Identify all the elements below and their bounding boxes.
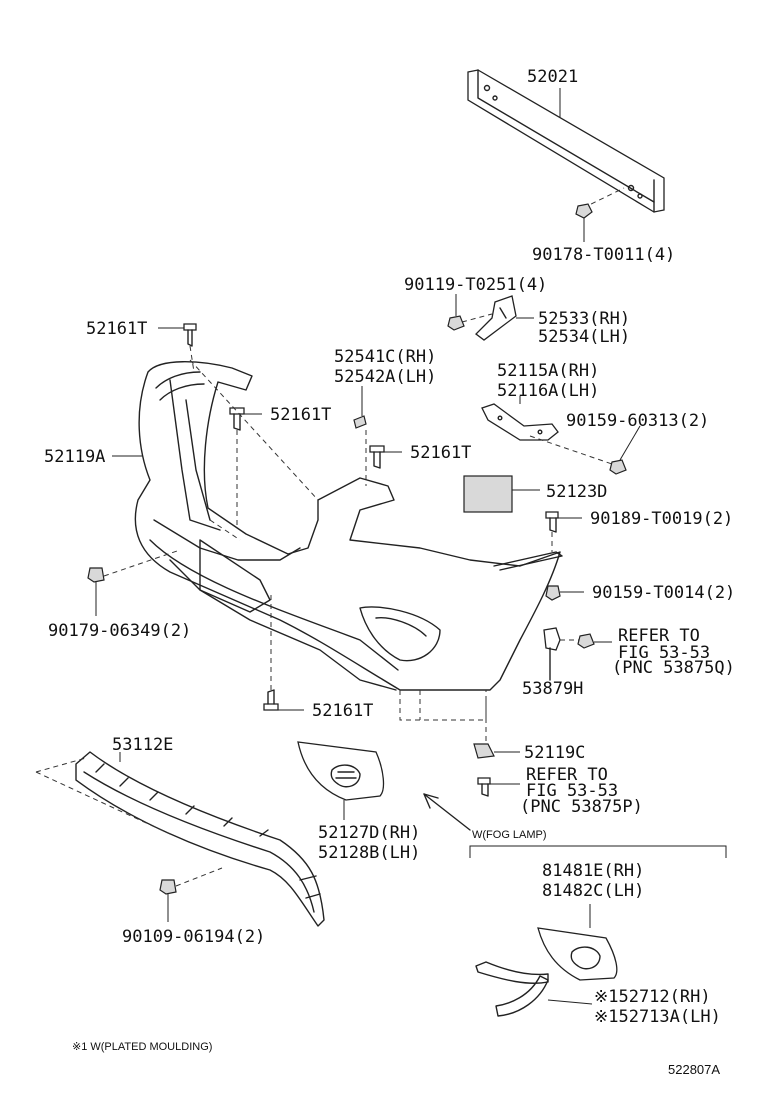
label-90159-T0014: 90159-T0014(2) bbox=[592, 583, 735, 603]
label-52116A: 52116A(LH) bbox=[497, 381, 599, 401]
label-52115A: 52115A(RH) bbox=[497, 361, 599, 381]
fog-lamp-bezel[interactable] bbox=[537, 927, 618, 981]
label-52534: 52534(LH) bbox=[538, 327, 630, 347]
label-81481E: 81481E(RH) bbox=[542, 861, 644, 881]
clip-ref-53875Q[interactable] bbox=[577, 633, 595, 649]
nut-90179[interactable] bbox=[87, 567, 105, 583]
clip-90189[interactable] bbox=[545, 511, 559, 533]
label-52161T-right: 52161T bbox=[410, 443, 471, 463]
label-90178: 90178-T0011(4) bbox=[532, 245, 675, 265]
label-81482C: 81482C(LH) bbox=[542, 881, 644, 901]
label-52119A: 52119A bbox=[44, 447, 105, 467]
direction-arrow bbox=[423, 793, 471, 831]
label-refer-to-1: REFER TO bbox=[618, 626, 700, 646]
lower-grille[interactable] bbox=[75, 751, 325, 927]
label-53112E: 53112E bbox=[112, 735, 173, 755]
clip-52161T-top[interactable] bbox=[183, 323, 197, 347]
bracket-53879H[interactable] bbox=[543, 627, 561, 681]
fog-lamp-cover[interactable] bbox=[297, 741, 385, 801]
retainer-52115A[interactable] bbox=[481, 403, 559, 441]
label-52128B: 52128B(LH) bbox=[318, 843, 420, 863]
label-52541C: 52541C(RH) bbox=[334, 347, 436, 367]
label-52713A: ※152713A(LH) bbox=[594, 1007, 721, 1027]
label-52712: ※152712(RH) bbox=[594, 987, 711, 1007]
plated-moulding[interactable] bbox=[475, 961, 549, 1017]
label-52021: 52021 bbox=[527, 67, 578, 87]
label-90159-60313: 90159-60313(2) bbox=[566, 411, 709, 431]
bumper-reinforcement[interactable] bbox=[467, 69, 665, 213]
clip-52161T-bottom[interactable] bbox=[263, 689, 279, 711]
clip-52161T-mid[interactable] bbox=[229, 407, 245, 431]
label-90109: 90109-06194(2) bbox=[122, 927, 265, 947]
clip-52161T-right[interactable] bbox=[369, 445, 385, 469]
tape-52541C[interactable] bbox=[353, 415, 367, 429]
footnote: ※1 W(PLATED MOULDING) bbox=[72, 1041, 212, 1053]
label-52161T-mid: 52161T bbox=[270, 405, 331, 425]
label-90179: 90179-06349(2) bbox=[48, 621, 191, 641]
label-fig-1: FIG 53-53 bbox=[618, 643, 710, 663]
bolt-90119[interactable] bbox=[447, 315, 465, 331]
label-52533: 52533(RH) bbox=[538, 309, 630, 329]
label-refer-to-2: REFER TO bbox=[526, 765, 608, 785]
clip-ref-53875P[interactable] bbox=[477, 777, 491, 797]
bolt-90109[interactable] bbox=[159, 879, 177, 895]
label-pnc-2: (PNC 53875P) bbox=[520, 797, 643, 817]
screw-90159-T0014[interactable] bbox=[545, 585, 561, 601]
bracket-52119C[interactable] bbox=[473, 743, 495, 759]
label-52119C: 52119C bbox=[524, 743, 585, 763]
label-52123D: 52123D bbox=[546, 482, 607, 502]
label-52161T-top: 52161T bbox=[86, 319, 147, 339]
label-pnc-1: (PNC 53875Q) bbox=[612, 658, 735, 678]
label-90119: 90119-T0251(4) bbox=[404, 275, 547, 295]
bracket-52533[interactable] bbox=[475, 295, 517, 341]
label-90189: 90189-T0019(2) bbox=[590, 509, 733, 529]
nut-90159-60313[interactable] bbox=[609, 459, 627, 475]
label-52542A: 52542A(LH) bbox=[334, 367, 436, 387]
nut-90178[interactable] bbox=[575, 203, 593, 219]
label-52161T-bottom: 52161T bbox=[312, 701, 373, 721]
fog-lamp-note: W(FOG LAMP) bbox=[472, 829, 547, 841]
label-fig-2: FIG 53-53 bbox=[526, 781, 618, 801]
bumper-cover[interactable] bbox=[134, 361, 563, 691]
diagram-id: 522807A bbox=[668, 1062, 720, 1077]
seal-52123D[interactable] bbox=[463, 475, 513, 513]
label-53879H: 53879H bbox=[522, 679, 583, 699]
label-52127D: 52127D(RH) bbox=[318, 823, 420, 843]
